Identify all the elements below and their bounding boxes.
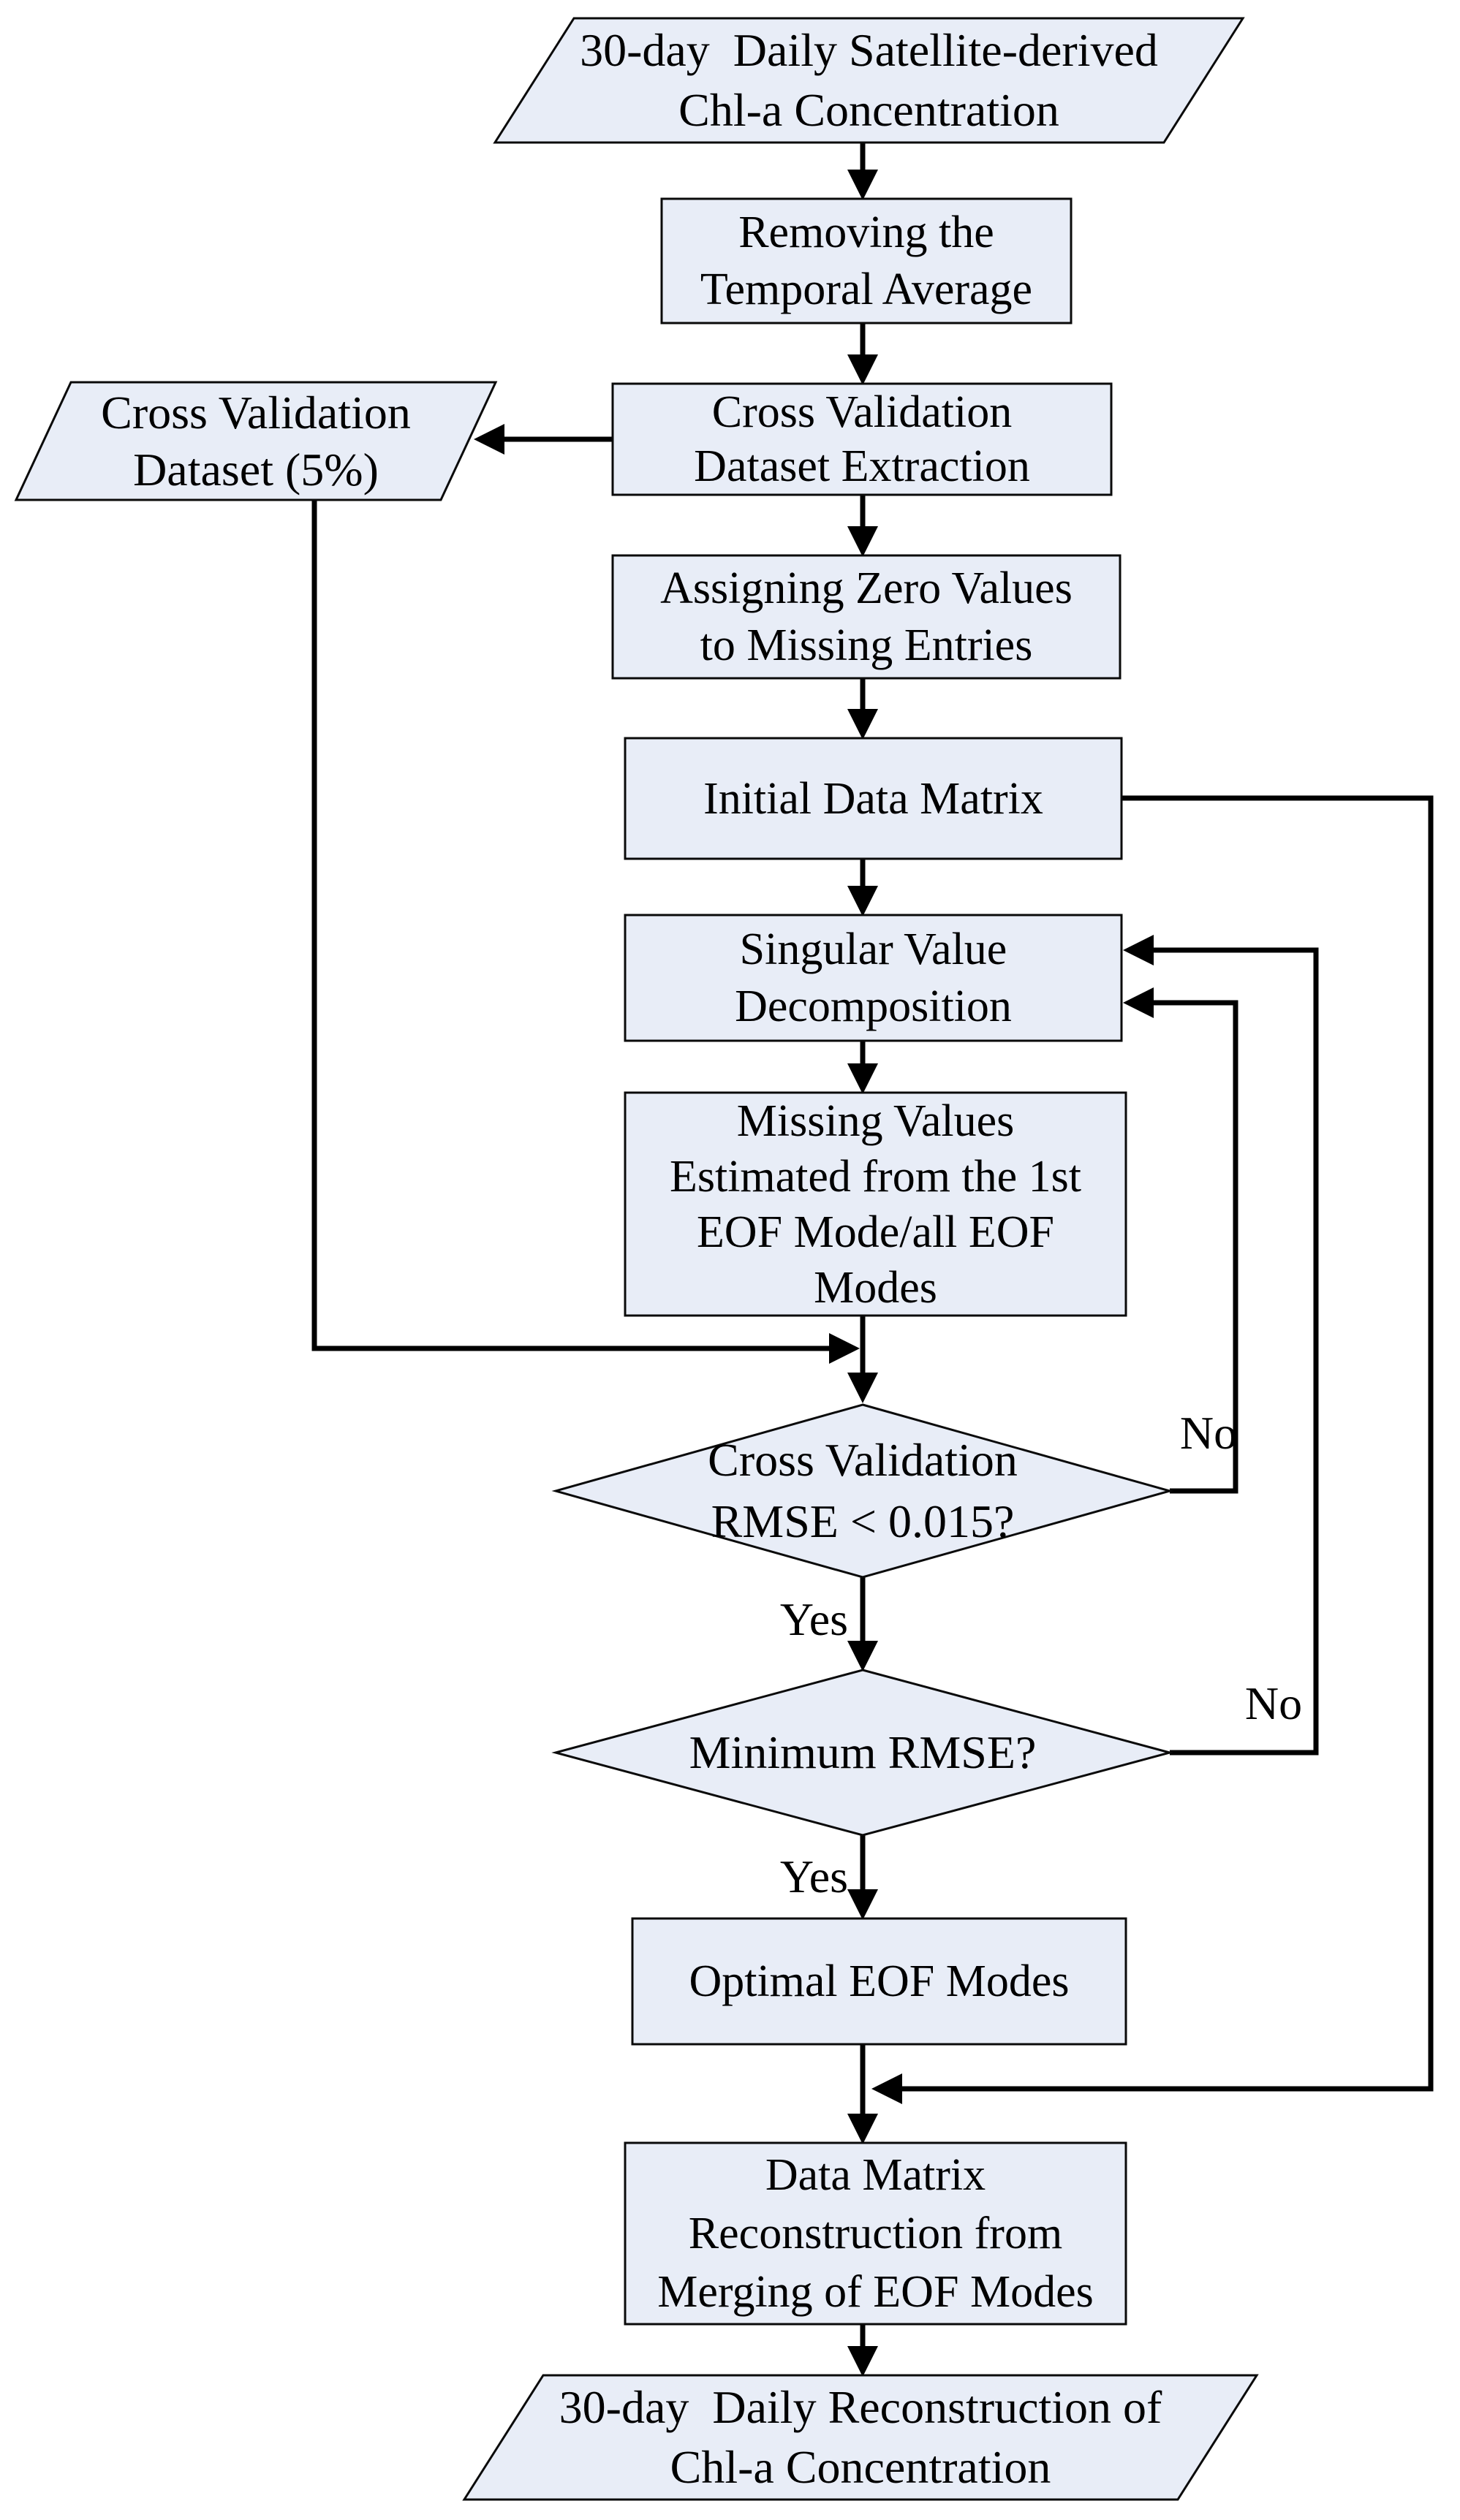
arrowhead-down — [847, 2346, 878, 2377]
node-text-line: RMSE < 0.015? — [711, 1495, 1015, 1547]
edge-cvrmse-no-loop — [1123, 987, 1238, 1494]
node-text-line: Initial Data Matrix — [703, 773, 1043, 824]
edge-minrmse-yes — [847, 1835, 878, 1920]
edge-label-min-rmse-no: No — [1244, 1677, 1303, 1729]
arrowhead-down — [847, 1373, 878, 1403]
node-assign-zero-label: Assigning Zero Values to Missing Entries — [613, 555, 1120, 678]
node-text-line: Singular Value — [739, 925, 1007, 974]
edge-cvextraction-to-cvdataset — [474, 424, 613, 455]
arrowhead-left — [1123, 987, 1154, 1018]
edge-cvextraction-to-assignzero — [847, 495, 878, 557]
arrowhead-left — [474, 424, 504, 455]
edge-label-cv-rmse-no: No — [1179, 1407, 1238, 1459]
arrowhead-down — [847, 709, 878, 740]
node-cv-rmse-decision-label: Cross Validation RMSE < 0.015? — [556, 1405, 1170, 1577]
arrowhead-down — [847, 886, 878, 916]
edge-source-to-remove — [847, 143, 878, 200]
node-optimal-modes-shape — [631, 1917, 1127, 2046]
node-text-line: Assigning Zero Values — [660, 563, 1073, 613]
node-assign-zero-shape — [611, 554, 1122, 680]
edge-estimate-to-cvrmse — [847, 1316, 878, 1403]
edge-cvdataset-to-cvrmse — [311, 500, 860, 1364]
node-remove-average-label: Removing the Temporal Average — [662, 199, 1071, 323]
node-min-rmse-decision-label: Minimum RMSE? — [556, 1670, 1170, 1835]
arrowhead-down — [847, 1889, 878, 1920]
node-text-line: EOF Mode/all EOF — [696, 1207, 1055, 1257]
edge-optimal-to-reconstruction — [847, 2044, 878, 2144]
arrowhead-down — [847, 526, 878, 557]
node-min-rmse-decision-shape — [551, 1669, 1174, 1837]
node-text-line: Data Matrix — [765, 2150, 986, 2200]
node-text-line: Removing the — [738, 208, 994, 257]
node-text-line: Minimum RMSE? — [689, 1726, 1037, 1778]
arrowhead-left — [871, 2073, 902, 2104]
node-text-line: Cross Validation — [711, 387, 1013, 437]
node-reconstruction-shape — [624, 2141, 1127, 2326]
arrowhead-right — [829, 1333, 860, 1364]
arrowhead-down — [847, 1063, 878, 1094]
node-text-line: Decomposition — [735, 982, 1012, 1031]
edge-initialmatrix-to-merge-loop — [871, 795, 1434, 2104]
node-source-data-shape — [493, 17, 1245, 144]
edge-svd-to-estimate — [847, 1041, 878, 1094]
node-text-line: Cross Validation — [708, 1434, 1018, 1486]
edge-reconstruction-to-output — [847, 2324, 878, 2377]
node-initial-matrix-shape — [624, 737, 1123, 860]
node-text-line: 30-day Daily Reconstruction of — [559, 2381, 1162, 2433]
node-cv-rmse-decision-shape — [551, 1403, 1174, 1579]
node-text-line: Cross Validation — [101, 386, 411, 439]
arrowhead-down — [847, 170, 878, 200]
node-reconstruction-label: Data Matrix Reconstruction from Merging … — [625, 2143, 1126, 2324]
node-svd-label: Singular Value Decomposition — [625, 915, 1122, 1041]
edge-remove-to-cvextraction — [847, 323, 878, 385]
node-source-data-label: 30-day Daily Satellite-derived Chl-a Con… — [495, 18, 1243, 143]
node-text-line: Optimal EOF Modes — [689, 1957, 1070, 2006]
node-text-line: Reconstruction from — [688, 2209, 1063, 2258]
node-text-line: Chl-a Concentration — [678, 84, 1059, 136]
edge-assignzero-to-initialmatrix — [847, 678, 878, 740]
edge-minrmse-no-loop — [1123, 935, 1319, 1756]
node-text-line: Missing Values — [736, 1096, 1015, 1146]
node-text-line: Modes — [814, 1262, 937, 1313]
node-output-data-shape — [462, 2374, 1259, 2501]
edge-label-min-rmse-yes: Yes — [779, 1851, 848, 1902]
node-cv-dataset-label: Cross Validation Dataset (5%) — [16, 382, 496, 500]
node-initial-matrix-label: Initial Data Matrix — [625, 738, 1122, 859]
node-cv-extraction-shape — [611, 382, 1113, 496]
node-svd-shape — [624, 914, 1123, 1042]
node-estimate-missing-label: Missing Values Estimated from the 1st EO… — [625, 1093, 1126, 1316]
node-text-line: Temporal Average — [700, 265, 1033, 314]
edge-initialmatrix-to-svd — [847, 859, 878, 916]
arrowhead-down — [847, 354, 878, 385]
edge-label-cv-rmse-yes: Yes — [779, 1593, 848, 1645]
node-estimate-missing-shape — [624, 1091, 1127, 1317]
edge-cvrmse-yes — [847, 1577, 878, 1671]
node-text-line: Estimated from the 1st — [669, 1151, 1082, 1202]
node-cv-extraction-label: Cross Validation Dataset Extraction — [613, 384, 1111, 495]
node-remove-average-shape — [660, 197, 1073, 325]
node-cv-dataset-shape — [14, 381, 498, 501]
node-text-line: 30-day Daily Satellite-derived — [580, 24, 1158, 76]
arrowhead-down — [847, 2114, 878, 2144]
node-optimal-modes-label: Optimal EOF Modes — [632, 1919, 1126, 2044]
node-text-line: Chl-a Concentration — [670, 2441, 1051, 2493]
node-text-line: Dataset Extraction — [694, 441, 1030, 491]
node-output-data-label: 30-day Daily Reconstruction of Chl-a Con… — [464, 2375, 1257, 2500]
node-text-line: Dataset (5%) — [133, 443, 379, 496]
arrowhead-down — [847, 1641, 878, 1671]
node-text-line: Merging of EOF Modes — [657, 2267, 1094, 2317]
arrowhead-left — [1123, 935, 1154, 965]
node-text-line: to Missing Entries — [700, 620, 1033, 670]
